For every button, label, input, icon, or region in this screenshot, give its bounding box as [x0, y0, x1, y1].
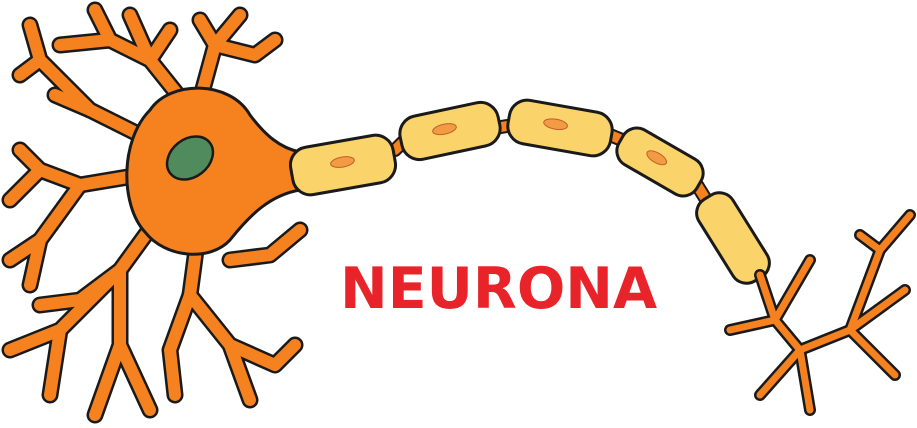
myelin-segment [397, 99, 504, 163]
myelin-segment [505, 97, 615, 158]
myelin-segment [611, 122, 709, 202]
myelin-segment [288, 132, 399, 197]
diagram-title: NEURONA [340, 254, 680, 324]
neuron-cell-body-icon [127, 88, 300, 254]
